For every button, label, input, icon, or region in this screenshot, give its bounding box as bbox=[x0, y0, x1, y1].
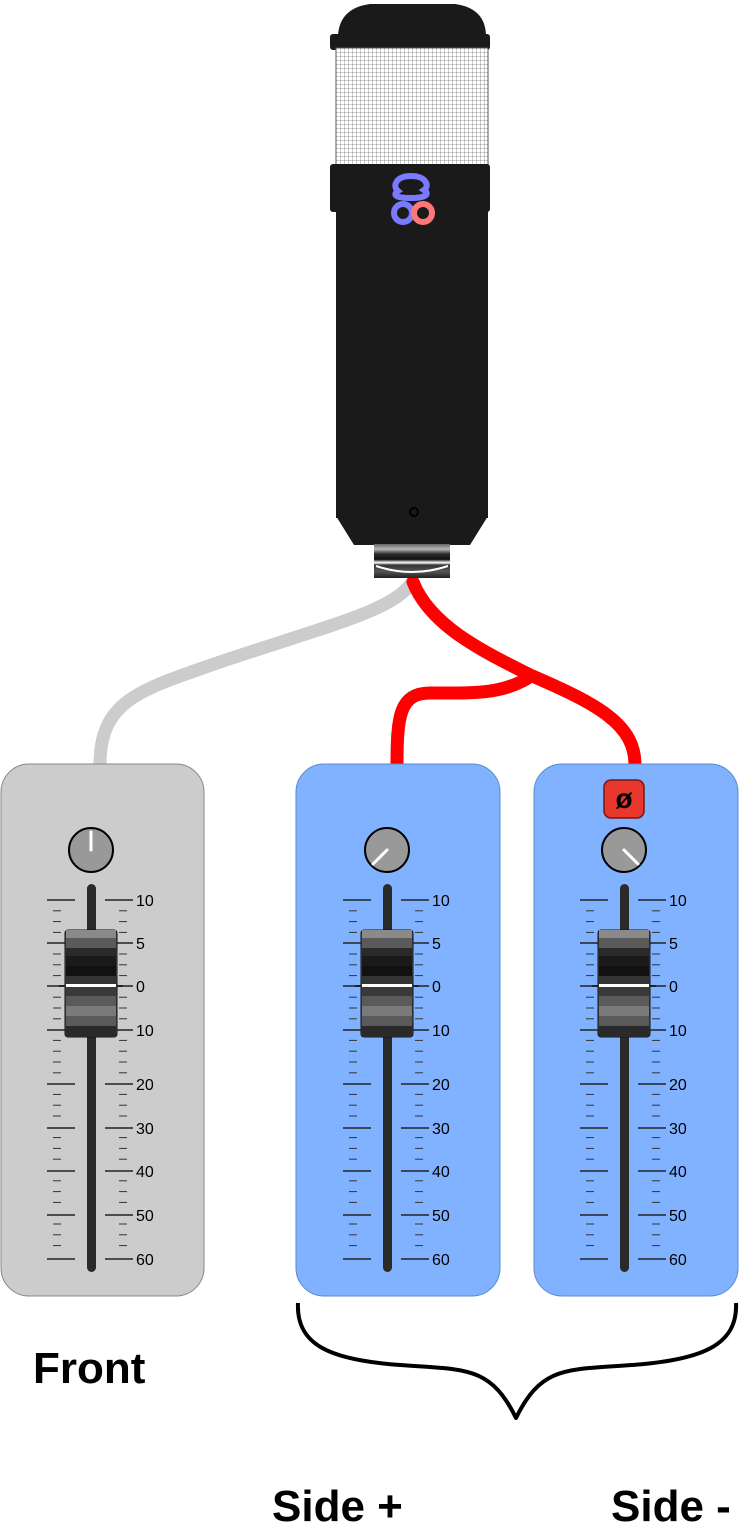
fader-cap-ridge bbox=[599, 984, 649, 987]
fader-cap-ridge bbox=[599, 956, 649, 966]
fader-cap-ridge bbox=[599, 1016, 649, 1026]
fader-cap-ridge bbox=[66, 966, 116, 976]
cardioid-pattern-icon bbox=[392, 172, 430, 202]
fader-cap-ridge bbox=[66, 956, 116, 966]
fader-cap-ridge bbox=[362, 1006, 412, 1016]
fader-cap-ridge bbox=[362, 976, 412, 984]
fader-cap-ridge bbox=[66, 987, 116, 996]
scale-label: 10 bbox=[669, 893, 687, 910]
fader-cap-ridge bbox=[66, 1016, 116, 1026]
phase-invert-icon: ø bbox=[615, 783, 632, 814]
scale-label: 0 bbox=[669, 979, 678, 996]
fader-cap-ridge bbox=[66, 976, 116, 984]
fader-cap-ridge bbox=[599, 987, 649, 996]
fader-cap-ridge bbox=[599, 1026, 649, 1037]
fader-cap-ridge bbox=[599, 938, 649, 948]
scale-label: 40 bbox=[669, 1164, 687, 1181]
scale-label: 0 bbox=[136, 979, 145, 996]
ms-pattern-icon bbox=[391, 172, 435, 225]
scale-label: 60 bbox=[136, 1252, 154, 1269]
scale-label: 20 bbox=[669, 1077, 687, 1094]
fader-cap-side-plus[interactable] bbox=[355, 929, 419, 1038]
scale-label: 10 bbox=[669, 1023, 687, 1040]
fader-cap-ridge bbox=[362, 1016, 412, 1026]
scale-label: 5 bbox=[432, 936, 441, 953]
fader-cap-ridge bbox=[362, 930, 412, 938]
pan-knob-side-plus[interactable] bbox=[364, 827, 410, 873]
scale-label: 40 bbox=[136, 1164, 154, 1181]
fader-cap-ridge bbox=[66, 996, 116, 1006]
front-label: Front bbox=[33, 1344, 146, 1393]
fader-cap-ridge bbox=[66, 984, 116, 987]
knob-pointer-icon bbox=[622, 848, 640, 866]
front-cable bbox=[93, 575, 419, 772]
fader-cap-front[interactable] bbox=[59, 929, 123, 1038]
cables bbox=[93, 575, 642, 772]
side-cable-branch bbox=[390, 671, 535, 772]
pan-knob-side-minus[interactable] bbox=[601, 827, 647, 873]
mic-screw-hole bbox=[409, 507, 419, 517]
scale-label: 30 bbox=[669, 1121, 687, 1138]
fader-cap-ridge bbox=[362, 987, 412, 996]
microphone bbox=[330, 4, 490, 578]
scale-label: 50 bbox=[136, 1208, 154, 1225]
scale-label: 30 bbox=[136, 1121, 154, 1138]
fader-cap-ridge bbox=[362, 966, 412, 976]
fader-cap-ridge bbox=[362, 984, 412, 987]
scale-label: 10 bbox=[432, 1023, 450, 1040]
mic-base-taper bbox=[336, 516, 488, 545]
scale-label: 0 bbox=[432, 979, 441, 996]
fader-cap-ridge bbox=[362, 938, 412, 948]
scale-label: 30 bbox=[432, 1121, 450, 1138]
side-channels-brace bbox=[295, 1302, 739, 1420]
mic-grille bbox=[335, 47, 489, 169]
scale-label: 50 bbox=[432, 1208, 450, 1225]
scale-label: 5 bbox=[136, 936, 145, 953]
fader-cap-ridge bbox=[362, 1026, 412, 1037]
fader-cap-ridge bbox=[362, 956, 412, 966]
fader-cap-side-minus[interactable] bbox=[592, 929, 656, 1038]
fader-cap-ridge bbox=[66, 948, 116, 956]
fader-cap-ridge bbox=[66, 938, 116, 948]
fader-cap-ridge bbox=[599, 1006, 649, 1016]
scale-label: 20 bbox=[432, 1077, 450, 1094]
scale-label: 10 bbox=[136, 1023, 154, 1040]
mic-headcap bbox=[338, 4, 486, 35]
fader-cap-ridge bbox=[66, 1006, 116, 1016]
side-minus-label: Side - bbox=[611, 1482, 731, 1531]
scale-label: 10 bbox=[432, 893, 450, 910]
figure8-right-lobe-icon bbox=[411, 201, 435, 225]
fader-cap-ridge bbox=[599, 976, 649, 984]
fader-cap-ridge bbox=[599, 996, 649, 1006]
fader-cap-ridge bbox=[66, 1026, 116, 1037]
scale-label: 60 bbox=[432, 1252, 450, 1269]
scale-label: 5 bbox=[669, 936, 678, 953]
knob-pointer-icon bbox=[371, 848, 389, 866]
mic-connector-lip bbox=[375, 565, 449, 573]
side-plus-label: Side + bbox=[272, 1482, 403, 1531]
phase-invert-button[interactable]: ø bbox=[603, 779, 645, 819]
scale-label: 50 bbox=[669, 1208, 687, 1225]
mic-top-rim bbox=[330, 34, 490, 50]
scale-label: 40 bbox=[432, 1164, 450, 1181]
fader-cap-ridge bbox=[599, 948, 649, 956]
fader-cap-ridge bbox=[362, 996, 412, 1006]
fader-cap-ridge bbox=[599, 966, 649, 976]
mic-body bbox=[336, 200, 488, 518]
gain-knob-front[interactable] bbox=[68, 827, 114, 873]
fader-cap-ridge bbox=[362, 948, 412, 956]
fader-cap-ridge bbox=[66, 930, 116, 938]
fader-cap-ridge bbox=[599, 930, 649, 938]
scale-label: 10 bbox=[136, 893, 154, 910]
scale-label: 20 bbox=[136, 1077, 154, 1094]
scale-label: 60 bbox=[669, 1252, 687, 1269]
